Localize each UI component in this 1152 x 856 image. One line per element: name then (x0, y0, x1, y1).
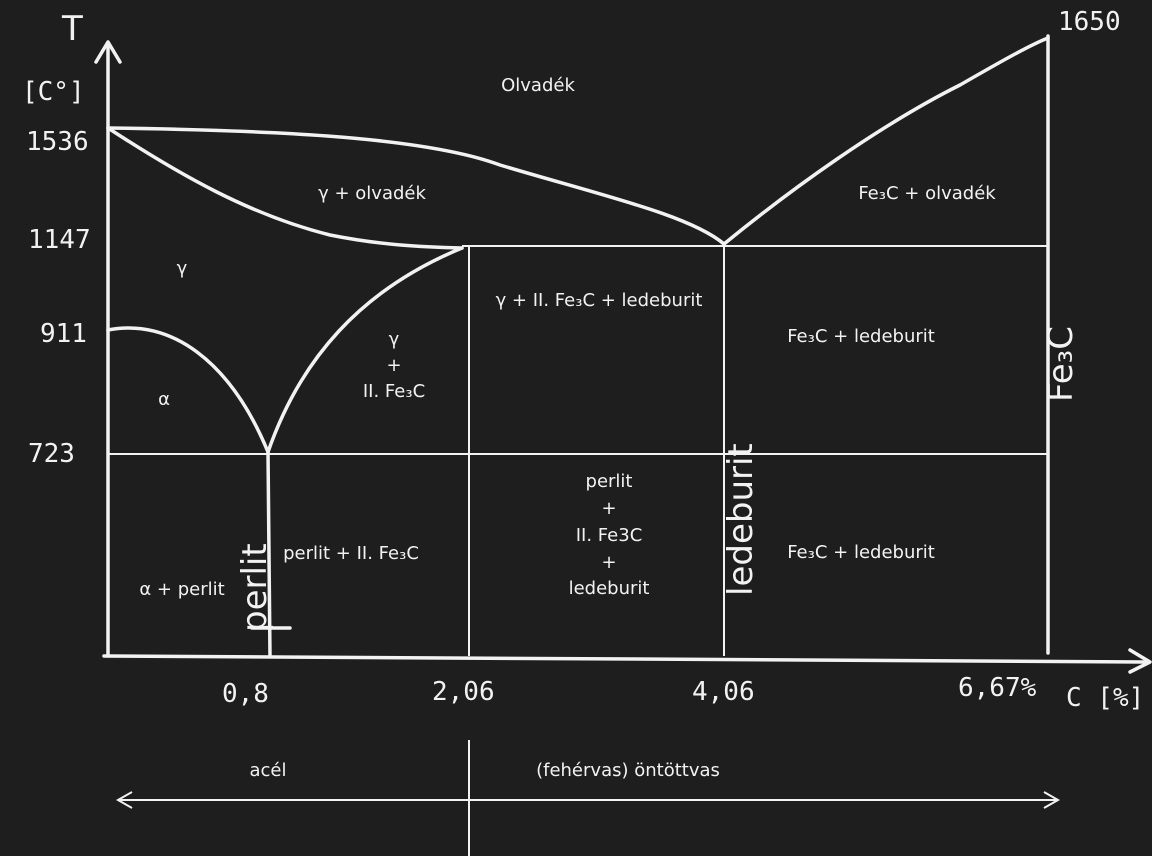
y-tick-911: 911 (40, 319, 87, 349)
region-gamma-fe3c-line1: γ (389, 329, 400, 350)
ontottvas-label: (fehérvas) öntöttvas (536, 760, 720, 781)
region-alpha: α (158, 389, 170, 410)
y-tick-1147: 1147 (28, 225, 91, 255)
region-perlit-fe3c: perlit + II. Fe₃C (283, 543, 419, 564)
range-arrow-left-icon (115, 791, 133, 809)
ledeburit-vertical-label: ledeburit (721, 443, 761, 596)
liquidus-right-curve (722, 36, 1050, 246)
liquidus-left-curve (106, 126, 726, 246)
region-olvadek: Olvadék (501, 75, 575, 96)
a3-curve (106, 326, 270, 454)
x-tick-0-8: 0,8 (222, 679, 269, 709)
x-axis-unit: C [%] (1066, 683, 1144, 713)
x-tick-6-67: 6,67% (958, 673, 1037, 703)
region-fe3c-olvadek: Fe₃C + olvadék (858, 183, 996, 204)
region-mid-line2: + (601, 498, 616, 519)
range-arrow-right-icon (1043, 791, 1061, 809)
region-gamma-ledeburit: γ + II. Fe₃C + ledeburit (496, 290, 703, 311)
y-axis-title: T (61, 9, 83, 49)
region-mid-line3: II. Fe3C (576, 525, 643, 546)
region-mid-line1: perlit (586, 471, 633, 492)
region-gamma: γ (177, 258, 188, 279)
perlit-vertical-label: perlit (235, 543, 275, 632)
region-fe3c-ledeburit-upper: Fe₃C + ledeburit (787, 326, 935, 347)
region-gamma-fe3c-line3: II. Fe₃C (363, 381, 425, 402)
region-gamma-olvadek: γ + olvadék (318, 183, 426, 204)
acm-curve (266, 246, 464, 454)
top-right-value: 1650 (1058, 7, 1121, 37)
region-gamma-fe3c-line2: + (386, 355, 401, 376)
x-tick-2-06: 2,06 (432, 677, 495, 707)
fe3c-vertical-label: Fe₃C (1041, 326, 1081, 402)
y-axis-unit: [C°] (22, 77, 85, 107)
region-fe3c-ledeburit-lower: Fe₃C + ledeburit (787, 542, 935, 563)
solidus-curve (106, 126, 464, 250)
region-alpha-perlit: α + perlit (139, 579, 224, 600)
x-tick-4-06: 4,06 (692, 677, 755, 707)
region-mid-line4: + (601, 552, 616, 573)
y-tick-723: 723 (28, 439, 75, 469)
x-axis-arrow-icon (1128, 648, 1152, 674)
line-0-8 (266, 450, 272, 658)
y-tick-1536: 1536 (26, 127, 89, 157)
x-axis (102, 654, 1150, 664)
y-axis-arrow-icon (94, 40, 122, 64)
region-mid-line5: ledeburit (569, 578, 650, 599)
acel-label: acél (249, 760, 286, 781)
